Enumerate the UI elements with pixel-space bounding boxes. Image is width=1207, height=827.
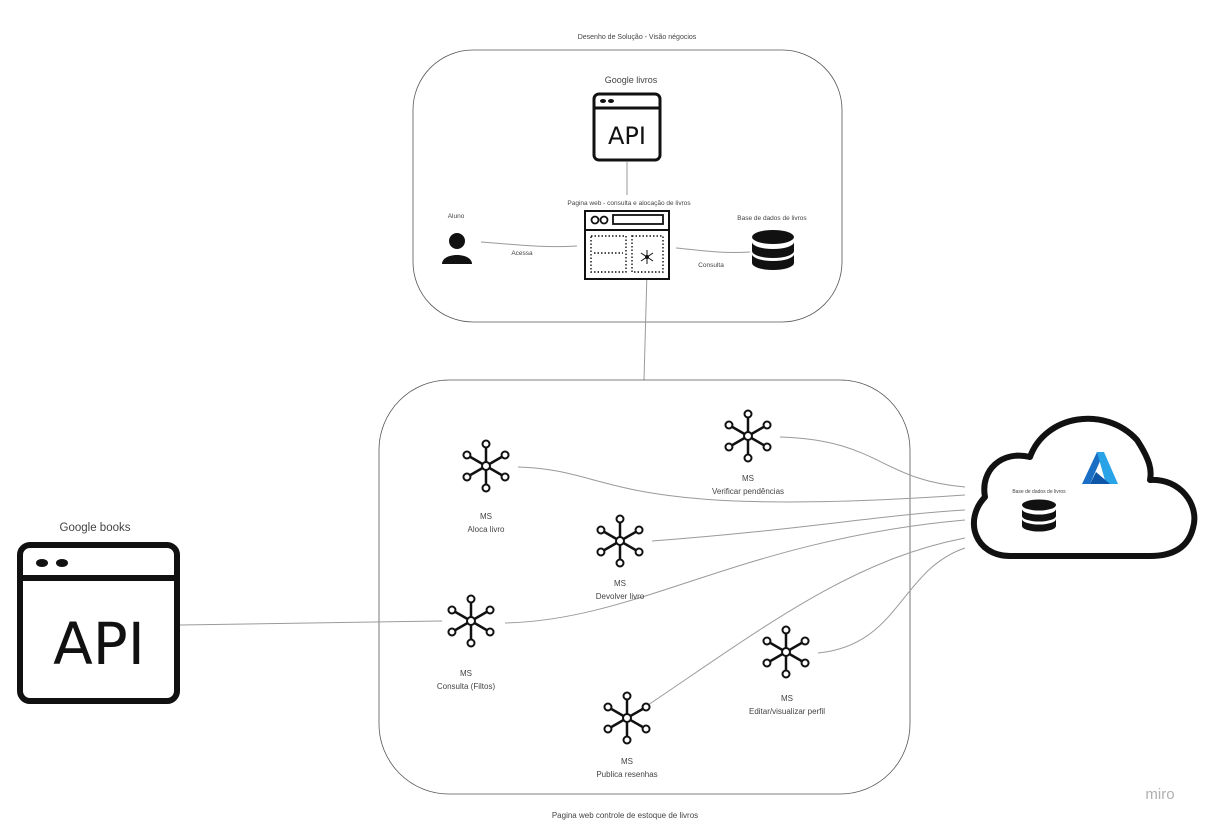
connector-aloca-cloud	[517, 466, 966, 503]
user-icon	[442, 233, 472, 264]
microservice-name-label: Consulta (Filtos)	[437, 682, 496, 691]
db-top-label: Base de dados de livros	[737, 215, 807, 222]
bottom-section-caption: Pagina web controle de estoque de livros	[552, 811, 698, 820]
microservice-prefix-label: MS	[621, 757, 633, 766]
connector-googlebooks-consulta	[179, 620, 443, 626]
microservice-prefix-label: MS	[781, 694, 793, 703]
top-section-frame	[412, 49, 843, 323]
cloud-icon	[970, 415, 1198, 559]
webpage-label: Pagina web - consulta e alocação de livr…	[567, 200, 691, 207]
connector-devolver-cloud	[651, 509, 966, 542]
microservice-hub-icon	[447, 594, 495, 648]
webpage-hub-icon	[640, 250, 654, 264]
connector-consulta-cloud	[504, 519, 966, 624]
google-books-api-text: API	[53, 610, 145, 678]
microservice-hub-icon	[724, 409, 772, 463]
bottom-section-frame	[378, 379, 911, 795]
edge-db-label: Consulta	[698, 262, 724, 269]
microservice-hub-icon	[596, 514, 644, 568]
microservice-hub-icon	[462, 439, 510, 493]
connector-webpage-bottom	[643, 271, 648, 381]
microservice-name-label: Editar/visualizar perfil	[749, 707, 825, 716]
google-books-api-icon: API	[17, 542, 180, 704]
database-cloud-icon	[1022, 499, 1056, 532]
top-section-title: Desenho de Solução - Visão négocios	[578, 34, 697, 41]
database-top-icon	[752, 230, 794, 270]
webpage-icon	[584, 210, 670, 280]
edge-user-label: Acessa	[511, 250, 533, 257]
microservice-hub-icon	[603, 691, 651, 745]
microservice-prefix-label: MS	[480, 512, 492, 521]
azure-logo-icon	[1082, 452, 1118, 484]
miro-watermark: miro	[1145, 786, 1174, 803]
google-books-label: Google books	[60, 522, 131, 534]
user-label: Aluno	[448, 213, 465, 220]
microservice-name-label: Publica resenhas	[596, 770, 657, 779]
connector-editar-cloud	[817, 547, 966, 654]
connector-user-webpage	[480, 241, 578, 248]
connector-webpage-db	[675, 247, 751, 254]
microservice-name-label: Devolver livro	[596, 592, 645, 601]
google-livros-label: Google livros	[605, 75, 658, 85]
microservice-prefix-label: MS	[742, 474, 754, 483]
cloud-db-label: Base de dados de livros	[1012, 489, 1066, 495]
connector-verificar-cloud	[779, 436, 966, 488]
microservice-prefix-label: MS	[460, 669, 472, 678]
google-livros-api-text: API	[608, 122, 646, 150]
microservice-prefix-label: MS	[614, 579, 626, 588]
google-livros-api-icon: API	[592, 92, 662, 162]
microservice-name-label: Aloca livro	[468, 525, 505, 534]
connector-publica-cloud	[644, 537, 966, 708]
microservice-name-label: Verificar pendências	[712, 487, 784, 496]
microservice-hub-icon	[762, 625, 810, 679]
